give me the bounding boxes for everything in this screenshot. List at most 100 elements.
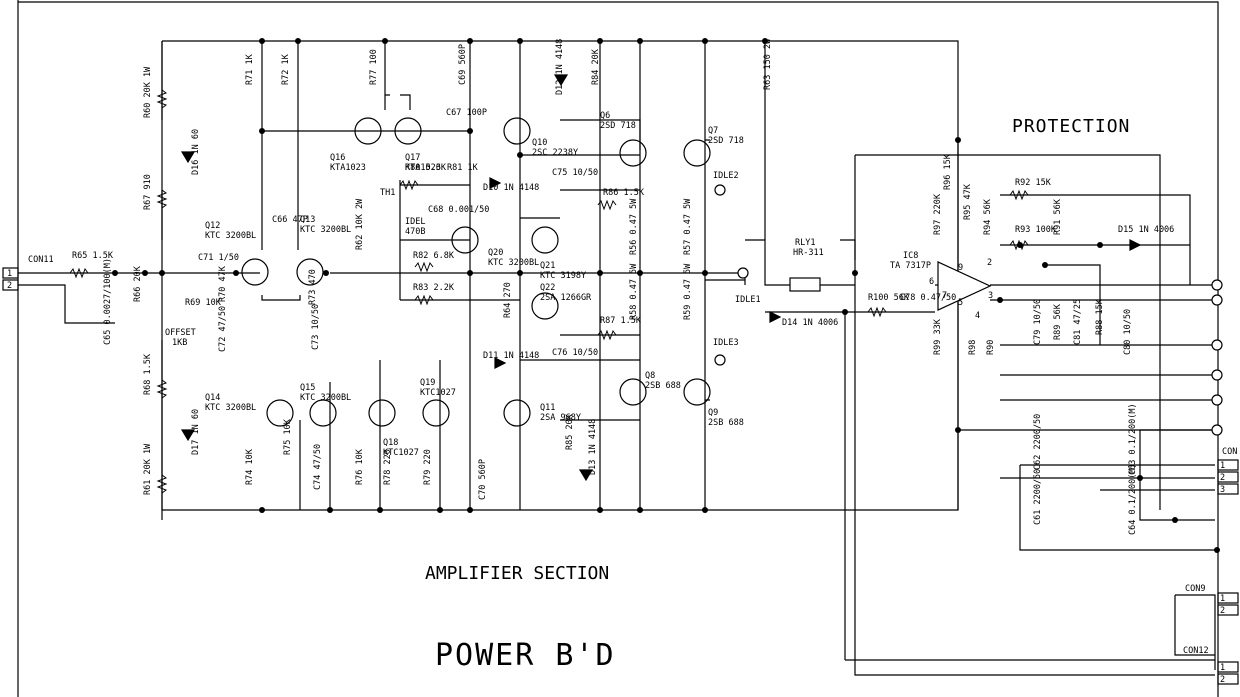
ic-type: TA 7317P bbox=[890, 261, 931, 271]
svg-text:1: 1 bbox=[7, 269, 12, 279]
resistor-label-r75: R75 10K bbox=[283, 418, 293, 455]
junction-dots bbox=[112, 38, 1220, 553]
ic-pin-9: 9 bbox=[958, 263, 963, 273]
resistor-label-r68: R68 1.5K bbox=[143, 353, 153, 395]
transistor-label-q9: Q9 bbox=[708, 408, 718, 418]
capacitor-label-c78: C78 0.47/50 bbox=[900, 293, 956, 303]
transistor-type-q10: 2SC 2238Y bbox=[532, 148, 578, 158]
diode-label-d17: D17 1N 60 bbox=[191, 409, 201, 455]
svg-text:CON9: CON9 bbox=[1185, 584, 1205, 594]
diode-label-d14: D14 1N 4006 bbox=[782, 318, 838, 328]
capacitor-label-c67: C67 100P bbox=[446, 108, 487, 118]
relay-type: HR-311 bbox=[793, 248, 824, 258]
resistor-label-r65: R65 1.5K bbox=[72, 251, 114, 261]
transistor-label-q11: Q11 bbox=[540, 403, 555, 413]
capacitor-label-c62: C62 2200/50 bbox=[1033, 414, 1043, 470]
resistor-label-r87: R87 1.5K bbox=[600, 316, 642, 326]
resistor-label-r69: R69 10K bbox=[185, 298, 222, 308]
connector-con-right: 1 2 3 CON bbox=[1217, 447, 1239, 495]
transistor-label-q14: Q14 bbox=[205, 393, 220, 403]
diode-label-d11: D11 1N 4148 bbox=[483, 351, 539, 361]
connector-con12: 1 2 CON12 bbox=[1183, 646, 1239, 685]
resistor-label-r88: R88 15K bbox=[1095, 298, 1105, 335]
resistor-label-r76: R76 10K bbox=[355, 448, 365, 485]
transistor-label-q21: Q21 bbox=[540, 261, 555, 271]
capacitor-label-c69: C69 560P bbox=[458, 44, 468, 85]
offset-label: OFFSET bbox=[165, 328, 196, 338]
resistor-label-r64: R64 270 bbox=[503, 282, 513, 318]
transistor-label-q18: Q18 bbox=[383, 438, 398, 448]
capacitor-label-c80: C80 10/50 bbox=[1123, 309, 1133, 355]
transistor-type-q22: 2SA 1266GR bbox=[540, 293, 592, 303]
resistor-label-r77: R77 100 bbox=[369, 49, 379, 85]
connector-con9: 1 2 CON9 bbox=[1185, 584, 1239, 616]
svg-text:2: 2 bbox=[7, 281, 12, 291]
resistor-label-r79: R79 220 bbox=[423, 449, 433, 485]
idle1-label: IDLE1 bbox=[735, 295, 761, 305]
resistor-label-r93: R93 100K bbox=[1015, 225, 1057, 235]
capacitor-label-c74: C74 47/50 bbox=[313, 444, 323, 490]
resistor-label-r86: R86 1.5K bbox=[603, 188, 645, 198]
resistor-label-r71: R71 1K bbox=[245, 53, 255, 85]
resistor-label-r94: R94 56K bbox=[983, 198, 993, 235]
capacitor-label-c66: C66 47P bbox=[272, 215, 308, 225]
transistor-type-q8: 2SB 688 bbox=[645, 381, 681, 391]
transistor-label-q19: Q19 bbox=[420, 378, 435, 388]
board-title: POWER B'D bbox=[435, 638, 616, 673]
idle3-label: IDLE3 bbox=[713, 338, 739, 348]
transistor-label-q6: Q6 bbox=[600, 111, 610, 121]
transistor-label-q16: Q16 bbox=[330, 153, 345, 163]
transistor-label-q20: Q20 bbox=[488, 248, 503, 258]
resistor-label-r57: R57 0.47 5W bbox=[683, 198, 693, 255]
resistor-label-r85: R85 20K bbox=[565, 413, 575, 450]
transistor-label-q15: Q15 bbox=[300, 383, 315, 393]
capacitor-label-c73: C73 10/50 bbox=[311, 304, 321, 350]
resistor-label-r70: R70 47K bbox=[218, 265, 228, 302]
svg-text:CON12: CON12 bbox=[1183, 646, 1209, 656]
resistor-label-r91: R91 56K bbox=[1053, 198, 1063, 235]
offset-value: 1KB bbox=[172, 338, 187, 348]
diode-symbols bbox=[180, 74, 1142, 482]
transistor-type-q6: 2SD 718 bbox=[600, 121, 636, 131]
capacitor-label-c71: C71 1/50 bbox=[198, 253, 239, 263]
svg-text:2: 2 bbox=[1220, 606, 1225, 616]
capacitor-label-c68: C68 0.001/50 bbox=[428, 205, 489, 215]
protection-title: PROTECTION bbox=[1012, 116, 1130, 137]
edge-terminals bbox=[1211, 279, 1223, 436]
idel-value: 470B bbox=[405, 227, 425, 237]
transistor-label-q12: Q12 bbox=[205, 221, 220, 231]
capacitor-label-c72: C72 47/50 bbox=[218, 306, 228, 352]
relay-label: RLY1 bbox=[795, 238, 815, 248]
resistor-label-r98: R98 bbox=[968, 340, 978, 355]
resistor-label-r95: R95 47K bbox=[963, 183, 973, 220]
transistor-type-q14: KTC 3200BL bbox=[205, 403, 256, 413]
transistor-label-q7: Q7 bbox=[708, 126, 718, 136]
resistor-label-r96: R96 15K bbox=[943, 153, 953, 190]
ic-pin-6: 6 bbox=[929, 277, 934, 287]
resistor-label-r63: R63 150 2W bbox=[763, 38, 773, 90]
transistor-type-q11: 2SA 968Y bbox=[540, 413, 581, 423]
capacitor-label-c65: C65 0.0027/100(M) bbox=[103, 258, 113, 345]
resistor-label-r100: R100 56K bbox=[868, 293, 910, 303]
transistor-label-q22: Q22 bbox=[540, 283, 555, 293]
transistor-type-q13: KTC 3200BL bbox=[300, 225, 351, 235]
resistor-label-r73: R73 470 bbox=[308, 269, 318, 305]
transistor-label-q17: Q17 bbox=[405, 153, 420, 163]
resistor-symbols bbox=[69, 89, 1029, 494]
ic-pin-2: 2 bbox=[987, 258, 992, 268]
resistor-label-r92: R92 15K bbox=[1015, 178, 1052, 188]
resistor-label-r62: R62 10K 2W bbox=[355, 198, 365, 250]
resistor-label-r99: R99 33K bbox=[933, 318, 943, 355]
capacitor-label-c81: C81 47/25 bbox=[1073, 299, 1083, 345]
svg-text:3: 3 bbox=[1220, 485, 1225, 495]
resistor-label-r74: R74 10K bbox=[245, 448, 255, 485]
ic8-opamp bbox=[937, 261, 992, 311]
amplifier-section-title: AMPLIFIER SECTION bbox=[425, 563, 609, 584]
capacitor-label-c61: C61 2200/50 bbox=[1033, 469, 1043, 525]
ic-pin-5: 5 bbox=[958, 298, 963, 308]
diode-label-d10: D10 1N 4148 bbox=[483, 183, 539, 193]
resistor-label-r90: R90 bbox=[986, 340, 996, 355]
transistor-type-q12: KTC 3200BL bbox=[205, 231, 256, 241]
